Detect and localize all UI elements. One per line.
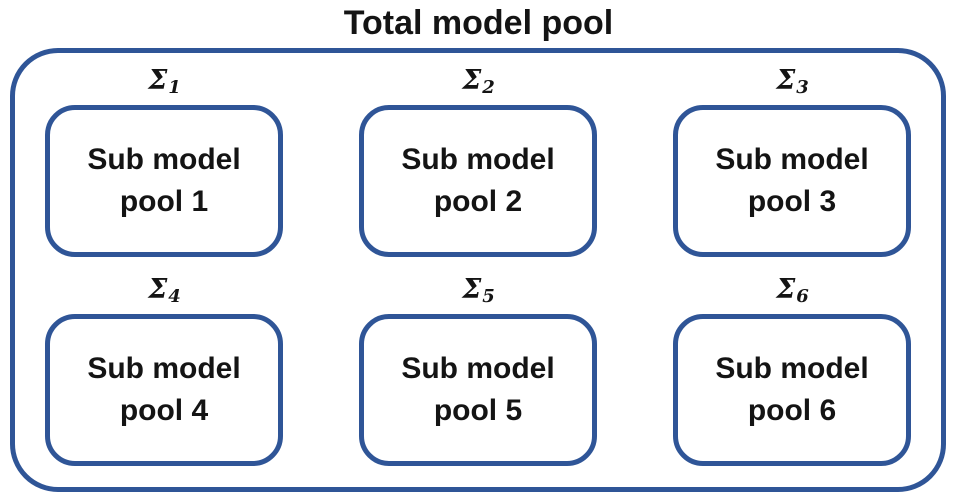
sub-pool-label-line1: Sub model [87, 143, 241, 176]
sub-pool-label-line1: Sub model [715, 352, 869, 385]
sub-model-pool-box-2: Sub model pool 2 [359, 105, 597, 257]
sub-pool-label-line2: pool 3 [747, 185, 837, 218]
sigma-subscript: 5 [482, 286, 495, 307]
sigma-symbol: Σ [776, 64, 796, 96]
sub-pool-label-line1: Sub model [87, 352, 241, 385]
sub-pool-label-line2: pool 5 [433, 394, 523, 427]
sigma-subscript: 1 [168, 77, 181, 98]
sub-model-pool-box-5: Sub model pool 5 [359, 314, 597, 466]
sub-pool-label-line2: pool 2 [433, 185, 523, 218]
sigma-subscript: 6 [796, 286, 809, 307]
sigma-symbol: Σ [148, 64, 168, 96]
sigma-subscript: 3 [796, 77, 809, 98]
sub-pool-label-line1: Sub model [715, 143, 869, 176]
sigma-symbol: Σ [462, 273, 482, 305]
sub-model-pool-box-6: Sub model pool 6 [673, 314, 911, 466]
sub-model-pool-box-4: Sub model pool 4 [45, 314, 283, 466]
sub-pool-label-line2: pool 6 [747, 394, 837, 427]
sub-model-pool-box-3: Sub model pool 3 [673, 105, 911, 257]
sub-pool-label-line2: pool 4 [119, 394, 209, 427]
sub-pool-label-line1: Sub model [401, 352, 555, 385]
sigma-symbol: Σ [776, 273, 796, 305]
sub-model-pool-box-1: Sub model pool 1 [45, 105, 283, 257]
sub-pool-label-line2: pool 1 [119, 185, 209, 218]
sigma-symbol: Σ [148, 273, 168, 305]
sub-pool-label-line1: Sub model [401, 143, 555, 176]
sigma-subscript: 4 [168, 286, 181, 307]
diagram-title: Total model pool [343, 4, 614, 42]
sigma-subscript: 2 [482, 77, 495, 98]
sigma-symbol: Σ [462, 64, 482, 96]
